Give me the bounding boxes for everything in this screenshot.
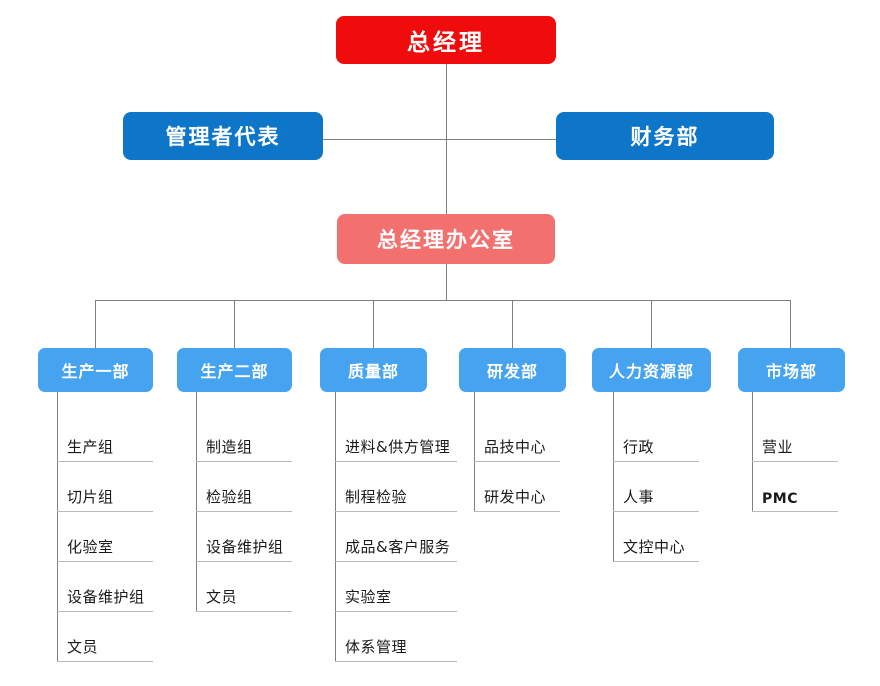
- leaf-item[interactable]: 营业: [752, 412, 838, 462]
- node-general-manager-office-label: 总经理办公室: [377, 228, 515, 252]
- leaf-item[interactable]: 体系管理: [335, 612, 457, 662]
- leaf-item[interactable]: 文控中心: [613, 512, 699, 562]
- leaf-item[interactable]: 设备维护组: [57, 562, 153, 612]
- node-department-3[interactable]: 质量部: [320, 348, 427, 392]
- node-finance-department-label: 财务部: [630, 125, 700, 149]
- node-ceo-label: 总经理: [407, 30, 485, 56]
- leaf-item[interactable]: 实验室: [335, 562, 457, 612]
- connector-dept-1-to-leaves: [57, 392, 58, 412]
- leaf-item[interactable]: 制造组: [196, 412, 292, 462]
- leaf-item[interactable]: 研发中心: [474, 462, 560, 512]
- leaf-item[interactable]: 人事: [613, 462, 699, 512]
- connector-dept-6-to-leaves: [752, 392, 753, 412]
- node-general-manager-office[interactable]: 总经理办公室: [337, 214, 555, 264]
- connector-ceo-office-vertical: [446, 139, 447, 214]
- leaf-spine-5: [613, 412, 614, 562]
- node-department-2[interactable]: 生产二部: [177, 348, 292, 392]
- node-department-4[interactable]: 研发部: [459, 348, 566, 392]
- node-department-3-label: 质量部: [347, 362, 399, 381]
- node-department-1-label: 生产一部: [61, 362, 130, 381]
- connector-bus-to-dept-5: [651, 300, 652, 348]
- connector-dept-2-to-leaves: [196, 392, 197, 412]
- node-department-2-label: 生产二部: [200, 362, 269, 381]
- node-department-6[interactable]: 市场部: [738, 348, 845, 392]
- leaf-column-3: 进料&供方管理 制程检验 成品&客户服务 实验室 体系管理: [335, 412, 457, 662]
- connector-office-bus-vertical: [446, 264, 447, 300]
- connector-dept-4-to-leaves: [474, 392, 475, 412]
- node-department-4-label: 研发部: [486, 362, 538, 381]
- leaf-column-5: 行政 人事 文控中心: [613, 412, 699, 562]
- leaf-item[interactable]: 品技中心: [474, 412, 560, 462]
- connector-bus-to-dept-3: [373, 300, 374, 348]
- leaf-item[interactable]: 制程检验: [335, 462, 457, 512]
- leaf-item[interactable]: 化验室: [57, 512, 153, 562]
- leaf-item[interactable]: 进料&供方管理: [335, 412, 457, 462]
- leaf-spine-1: [57, 412, 58, 662]
- leaf-column-6: 营业 PMC: [752, 412, 838, 512]
- leaf-item[interactable]: 成品&客户服务: [335, 512, 457, 562]
- node-department-1[interactable]: 生产一部: [38, 348, 153, 392]
- leaf-column-2: 制造组 检验组 设备维护组 文员: [196, 412, 292, 612]
- connector-bus-to-dept-6: [790, 300, 791, 348]
- leaf-spine-4: [474, 412, 475, 512]
- leaf-spine-3: [335, 412, 336, 662]
- node-finance-department[interactable]: 财务部: [556, 112, 774, 160]
- connector-bus-to-dept-1: [95, 300, 96, 348]
- leaf-item[interactable]: PMC: [752, 462, 838, 512]
- connector-bus-to-dept-4: [512, 300, 513, 348]
- leaf-item[interactable]: 文员: [57, 612, 153, 662]
- connector-dept-3-to-leaves: [335, 392, 336, 412]
- leaf-item[interactable]: 文员: [196, 562, 292, 612]
- node-ceo[interactable]: 总经理: [336, 16, 556, 64]
- leaf-spine-6: [752, 412, 753, 512]
- connector-department-bus: [95, 300, 791, 301]
- node-management-representative[interactable]: 管理者代表: [123, 112, 323, 160]
- node-department-6-label: 市场部: [765, 362, 817, 381]
- leaf-item[interactable]: 行政: [613, 412, 699, 462]
- connector-bus-to-dept-2: [234, 300, 235, 348]
- node-department-5[interactable]: 人力资源部: [592, 348, 711, 392]
- leaf-item[interactable]: 生产组: [57, 412, 153, 462]
- node-department-5-label: 人力资源部: [608, 362, 694, 381]
- leaf-item[interactable]: 切片组: [57, 462, 153, 512]
- leaf-spine-2: [196, 412, 197, 612]
- connector-ceo-vertical: [446, 64, 447, 139]
- leaf-column-4: 品技中心 研发中心: [474, 412, 560, 512]
- node-management-representative-label: 管理者代表: [165, 125, 281, 149]
- leaf-item[interactable]: 设备维护组: [196, 512, 292, 562]
- leaf-column-1: 生产组 切片组 化验室 设备维护组 文员: [57, 412, 153, 662]
- connector-dept-5-to-leaves: [613, 392, 614, 412]
- leaf-item[interactable]: 检验组: [196, 462, 292, 512]
